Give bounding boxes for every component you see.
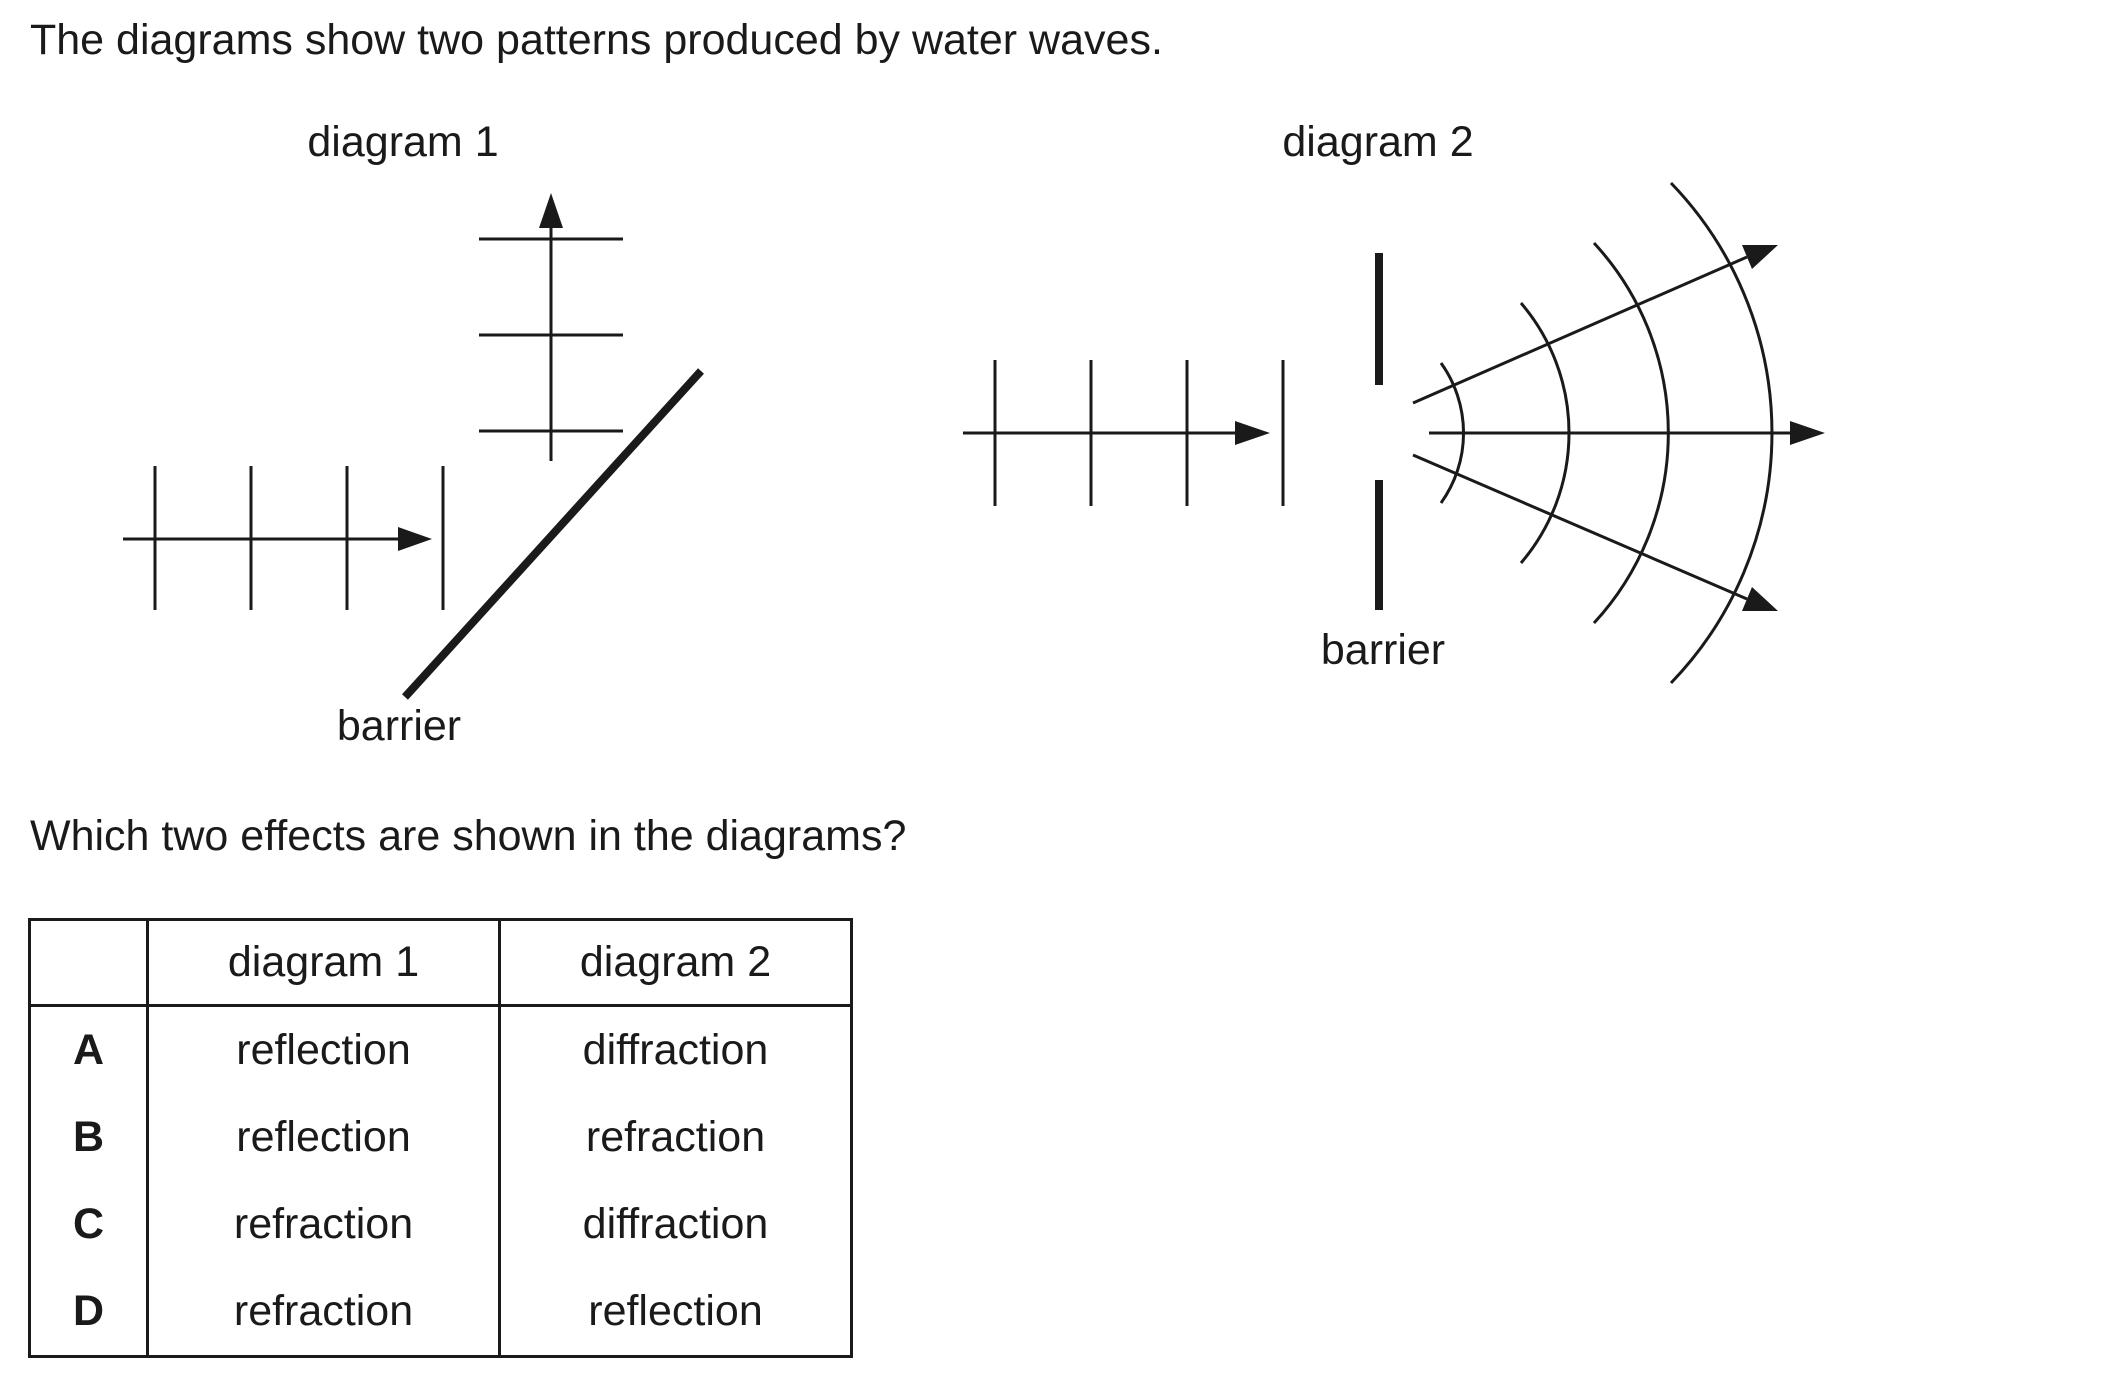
option-diagram-2-effect: diffraction [582, 1026, 769, 1074]
table-row: A reflection diffraction [29, 1005, 852, 1094]
table-row: D refraction reflection [29, 1268, 852, 1357]
diagram-2-title: diagram 2 [1282, 118, 1473, 166]
diagram-1: diagram 1 barrier [123, 118, 704, 750]
wave-diagrams: diagram 1 barrier diagram 2 [123, 118, 1825, 750]
option-diagram-2-effect: diffraction [582, 1200, 769, 1248]
intro-text: The diagrams show two patterns produced … [30, 16, 1163, 64]
table-header-key [29, 919, 149, 1007]
option-diagram-1-effect: refraction [147, 1181, 501, 1268]
option-key: C [29, 1181, 149, 1268]
reflecting-barrier [402, 368, 704, 700]
option-key: A [29, 1005, 149, 1094]
diffracted-ray-arrows [1412, 245, 1825, 611]
option-diagram-1-effect: reflection [147, 1005, 501, 1094]
table-row: B reflection refraction [29, 1094, 852, 1181]
diagram-2-barrier-label: barrier [1321, 626, 1445, 674]
option-diagram-2-effect: reflection [588, 1287, 763, 1335]
option-key: D [29, 1268, 149, 1357]
option-diagram-2-effect: refraction [585, 1113, 766, 1161]
table-header-diagram-1: diagram 1 [147, 919, 501, 1007]
incident-ray-arrow [963, 421, 1270, 445]
answer-table: diagram 1 diagram 2 A reflection diffrac… [28, 918, 853, 1358]
table-header-diagram-2: diagram 2 [499, 919, 852, 1007]
option-key: B [29, 1094, 149, 1181]
diagram-1-barrier-label: barrier [337, 702, 461, 750]
reflected-ray-arrow [539, 193, 563, 461]
option-diagram-1-effect: reflection [147, 1094, 501, 1181]
table-row: C refraction diffraction [29, 1181, 852, 1268]
diagram-1-title: diagram 1 [307, 118, 498, 166]
table-header-row: diagram 1 diagram 2 [29, 919, 852, 1007]
option-diagram-1-effect: refraction [147, 1268, 501, 1357]
diagram-2: diagram 2 barri [963, 118, 1825, 685]
question-text: Which two effects are shown in the diagr… [30, 812, 907, 860]
incident-ray-arrow [123, 527, 432, 551]
